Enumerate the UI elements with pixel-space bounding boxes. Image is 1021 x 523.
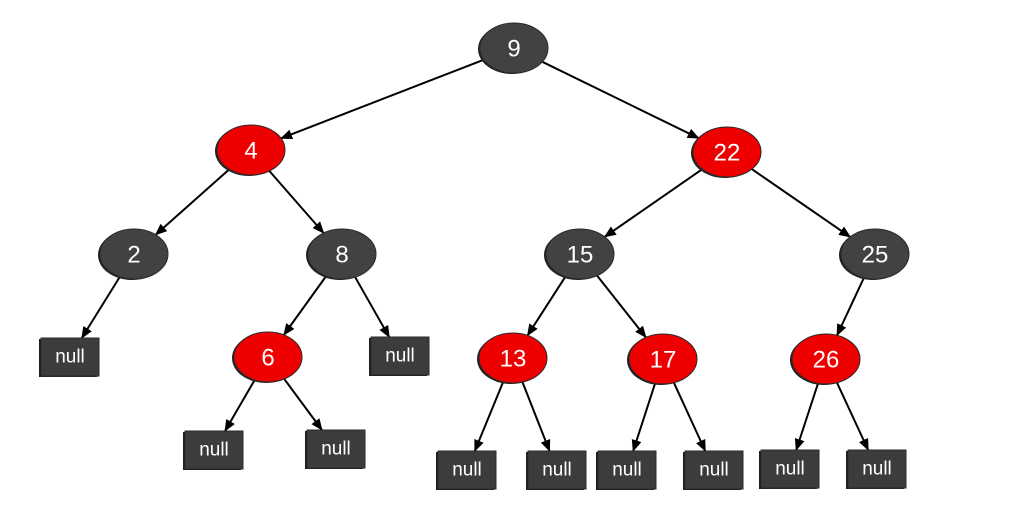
null-leaves-layer: null null null null null null null null null null xyxy=(39,336,907,490)
node-circle xyxy=(233,331,303,383)
leaf-box xyxy=(684,450,744,490)
edge-n6-to-l4 xyxy=(283,378,323,431)
null-label: null xyxy=(321,439,351,460)
null-leaf: null xyxy=(759,449,820,489)
edge-n4-to-n8 xyxy=(268,170,325,234)
node-label: 9 xyxy=(507,36,520,63)
leaf-box xyxy=(370,336,430,376)
node-circle xyxy=(692,126,762,178)
node-circle xyxy=(99,228,169,280)
null-leaf: null xyxy=(183,430,244,470)
tree-node-6: 6 xyxy=(232,331,303,383)
node-circle xyxy=(840,228,910,280)
null-leaf: null xyxy=(436,450,497,490)
null-label: null xyxy=(55,347,85,368)
null-leaf: null xyxy=(683,450,744,490)
tree-node-17: 17 xyxy=(627,333,698,385)
node-circle xyxy=(479,22,549,74)
node-circle xyxy=(216,124,286,176)
null-label: null xyxy=(612,460,642,481)
edge-n22-to-n25 xyxy=(751,168,852,238)
leaf-box xyxy=(306,429,366,469)
node-circle xyxy=(628,333,698,385)
null-label: null xyxy=(542,460,572,481)
tree-node-4: 4 xyxy=(215,124,286,176)
edge-n2-to-l1 xyxy=(80,276,121,339)
node-label: 25 xyxy=(862,242,889,269)
tree-node-22: 22 xyxy=(691,126,762,178)
node-circle xyxy=(545,228,615,280)
node-label: 15 xyxy=(567,242,594,269)
null-leaf: null xyxy=(526,450,587,490)
edge-n8-to-l2 xyxy=(354,276,391,338)
leaf-box xyxy=(40,337,100,377)
node-label: 17 xyxy=(650,347,677,374)
null-label: null xyxy=(385,346,415,367)
edge-n9-to-n22 xyxy=(541,60,700,140)
edge-n15-to-n13 xyxy=(526,276,567,337)
null-leaf: null xyxy=(305,429,366,469)
null-label: null xyxy=(862,459,892,480)
null-label: null xyxy=(452,460,482,481)
edge-n9-to-n4 xyxy=(280,58,485,140)
edge-n26-to-l9 xyxy=(794,382,819,451)
node-circle xyxy=(478,332,548,384)
node-label: 8 xyxy=(335,242,348,269)
edge-n15-to-n17 xyxy=(596,274,647,339)
tree-node-2: 2 xyxy=(98,228,169,280)
tree-node-15: 15 xyxy=(544,228,615,280)
leaf-box xyxy=(597,450,657,490)
edge-n8-to-n6 xyxy=(283,275,327,336)
null-label: null xyxy=(199,440,229,461)
edge-n22-to-n15 xyxy=(603,168,703,238)
leaf-box xyxy=(184,430,244,470)
tree-node-25: 25 xyxy=(839,228,910,280)
tree-node-8: 8 xyxy=(306,228,377,280)
node-label: 26 xyxy=(813,347,840,374)
tree-node-13: 13 xyxy=(477,332,548,384)
leaf-box xyxy=(847,449,907,489)
leaf-box xyxy=(527,450,587,490)
node-label: 13 xyxy=(500,346,527,373)
null-leaf: null xyxy=(369,336,430,376)
node-label: 22 xyxy=(714,140,741,167)
tree-node-26: 26 xyxy=(790,333,861,385)
leaf-box xyxy=(760,449,820,489)
edge-n13-to-l5 xyxy=(473,381,505,452)
edge-n26-to-l10 xyxy=(836,382,870,451)
null-leaf: null xyxy=(39,337,100,377)
node-label: 2 xyxy=(127,242,140,269)
null-label: null xyxy=(699,460,729,481)
edges-layer xyxy=(80,58,870,452)
leaf-box xyxy=(437,450,497,490)
edge-n6-to-l3 xyxy=(224,379,256,432)
null-leaf: null xyxy=(596,450,657,490)
edge-n17-to-l8 xyxy=(672,382,707,452)
node-circle xyxy=(307,228,377,280)
node-label: 6 xyxy=(261,345,274,372)
null-leaf: null xyxy=(846,449,907,489)
edge-n13-to-l6 xyxy=(521,381,551,452)
edge-n17-to-l7 xyxy=(631,383,657,452)
tree-node-9: 9 xyxy=(478,22,549,74)
null-label: null xyxy=(775,459,805,480)
edge-n4-to-n2 xyxy=(154,168,230,236)
node-circle xyxy=(791,333,861,385)
edge-n25-to-n26 xyxy=(836,277,865,337)
node-label: 4 xyxy=(244,138,257,165)
